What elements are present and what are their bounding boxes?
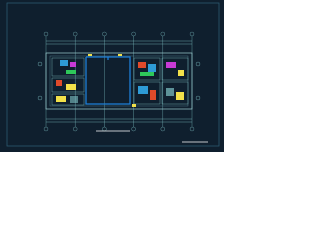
left-rooms bbox=[51, 57, 85, 106]
cad-drawing-sheet bbox=[0, 0, 224, 159]
stair-markers bbox=[88, 54, 136, 107]
grid-axis-bubble bbox=[43, 126, 49, 132]
axis-labels-left bbox=[37, 61, 43, 101]
grid-axis-bubble bbox=[189, 31, 195, 37]
grid-axis-bubble bbox=[160, 126, 165, 132]
axis-labels-right bbox=[195, 61, 201, 101]
grid-axis-bubble bbox=[102, 31, 107, 37]
grid-axis-bubble bbox=[160, 31, 165, 37]
top-dimension-chain bbox=[46, 40, 192, 45]
grid-axis-bubble bbox=[73, 31, 78, 37]
grid-axis-bubble bbox=[131, 31, 136, 37]
right-rooms bbox=[133, 57, 189, 105]
sheet-canvas bbox=[0, 0, 224, 152]
grid-axes bbox=[43, 31, 195, 132]
grid-axis-bubble bbox=[189, 126, 195, 132]
central-hall-walls bbox=[85, 56, 131, 105]
floor-plan-outline bbox=[45, 52, 193, 110]
bottom-dimension-chain bbox=[46, 118, 192, 123]
grid-axis-bubble bbox=[43, 31, 49, 37]
grid-axis-bubble bbox=[73, 126, 78, 132]
drawing-border bbox=[6, 2, 220, 147]
grid-axis-bubble bbox=[131, 126, 136, 132]
bottom-margin bbox=[0, 152, 224, 159]
cad-viewer bbox=[0, 0, 224, 159]
